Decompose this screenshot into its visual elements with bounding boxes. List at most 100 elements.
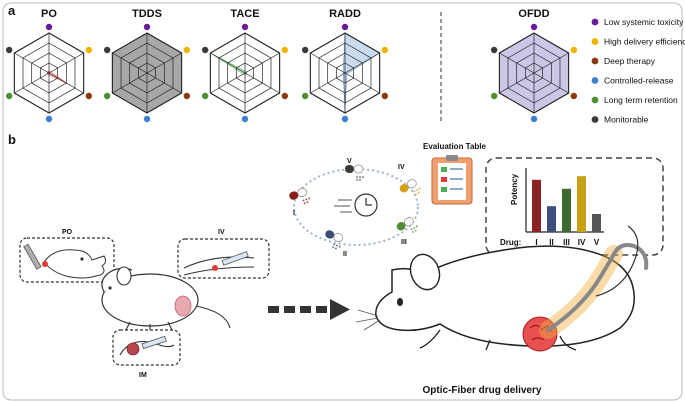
legend-dot [591, 77, 599, 84]
radar-radd: RADD [301, 8, 389, 123]
drug-capsule [345, 164, 364, 181]
im-tumor [126, 342, 140, 356]
evaluation-table: Evaluation Table [423, 142, 487, 205]
potency-bar [547, 206, 556, 232]
im-label: IM [139, 372, 147, 379]
potency-ylabel: Potency [510, 173, 519, 205]
radar-axis-dot [201, 92, 209, 100]
radar-axis-dot [341, 115, 349, 123]
radar-axis-dot [85, 46, 93, 54]
radar-axis-dot [281, 46, 289, 54]
potency-bar [577, 176, 586, 232]
radar-tdds: TDDS [103, 8, 191, 123]
radar-title: OFDD [518, 8, 549, 20]
radar-ofdd: OFDD [490, 8, 578, 123]
potency-tick-label: V [594, 238, 600, 247]
radar-axis-dot [570, 92, 578, 100]
drug-capsule [289, 187, 311, 205]
legend-item: High delivery efficiency [591, 37, 685, 47]
drug-capsule [396, 217, 418, 233]
radar-axis-dot [85, 92, 93, 100]
potency-tick-label: I [535, 238, 537, 247]
panel-b-letter: b [8, 132, 16, 147]
radar-axis-dot [530, 23, 538, 31]
radar-title: PO [41, 8, 57, 20]
legend-label: High delivery efficiency [604, 37, 685, 47]
cycle-label-i: I [293, 210, 295, 217]
legend-item: Long term retention [591, 95, 678, 105]
right-mouse-tumor [522, 316, 558, 352]
legend-label: Deep therapy [604, 56, 656, 66]
radar-charts: PO TDDS TACE RADD OFDD [5, 8, 578, 123]
radar-axis-dot [381, 92, 389, 100]
radar-axis-dot [490, 92, 498, 100]
cycle-label-iii: III [401, 239, 407, 246]
radar-axis-dot [143, 115, 151, 123]
cycle-label-v: V [347, 158, 352, 165]
capsule-cycle: V IV III II I [289, 158, 421, 258]
legend-label: Long term retention [604, 95, 678, 105]
im-syringe [141, 335, 167, 350]
transition-arrow [268, 299, 350, 320]
radar-axis-dot [241, 115, 249, 123]
iv-syringe [221, 251, 249, 266]
radar-axis-dot [45, 23, 53, 31]
potency-tick-label: III [563, 238, 570, 247]
radar-axis-dot [530, 115, 538, 123]
legend-label: Low systemic toxicity [604, 17, 684, 27]
legend-item: Deep therapy [591, 56, 656, 66]
caption: Optic-Fiber drug delivery [423, 385, 542, 396]
radar-axis-dot [281, 92, 289, 100]
right-mouse [355, 225, 649, 352]
potency-bar [562, 188, 571, 232]
drug-capsule [325, 230, 344, 250]
left-mouse [101, 266, 231, 332]
legend-dot [591, 18, 599, 26]
radar-title: TDDS [132, 8, 162, 20]
legend-dot [591, 38, 599, 45]
potency-xlabel: Drug: [500, 238, 521, 247]
potency-tick-label: IV [578, 238, 586, 247]
radar-axis-dot [5, 92, 13, 100]
radar-tace: TACE [201, 8, 289, 123]
legend-label: Controlled-release [604, 76, 674, 86]
po-mouse-head [43, 249, 107, 279]
radar-axis-dot [103, 46, 111, 54]
evaluation-title: Evaluation Table [423, 142, 487, 151]
iv-dose-dot [212, 265, 218, 271]
po-inset: PO [19, 229, 115, 283]
iv-inset: IV [177, 229, 270, 279]
radar-axis-dot [301, 46, 309, 54]
radar-axis-dot [241, 23, 249, 31]
iv-label: IV [218, 229, 225, 236]
legend-item: Low systemic toxicity [591, 17, 684, 27]
po-dose-dot [42, 261, 48, 267]
radar-title: RADD [329, 8, 361, 20]
radar-axis-dot [301, 92, 309, 100]
radar-axis-dot [570, 46, 578, 54]
radar-axis-dot [381, 46, 389, 54]
cycle-label-iv: IV [398, 164, 405, 171]
legend-dot [591, 116, 599, 123]
legend-item: Monitorable [591, 115, 649, 125]
radar-axis-dot [183, 46, 191, 54]
left-mouse-tumor [174, 295, 192, 317]
radar-axis-dot [45, 115, 53, 123]
radar-axis-dot [490, 46, 498, 54]
legend-item: Controlled-release [591, 76, 674, 86]
radar-po: PO [5, 8, 93, 123]
potency-tick-label: II [549, 238, 553, 247]
potency-bar [532, 179, 541, 232]
optic-fiber [546, 243, 649, 332]
legend-label: Monitorable [604, 115, 649, 125]
radar-axis-dot [143, 23, 151, 31]
radar-axis-dot [5, 46, 13, 54]
radar-axis-dot [183, 92, 191, 100]
po-tube [23, 243, 42, 270]
cycle-label-ii: II [343, 251, 347, 258]
